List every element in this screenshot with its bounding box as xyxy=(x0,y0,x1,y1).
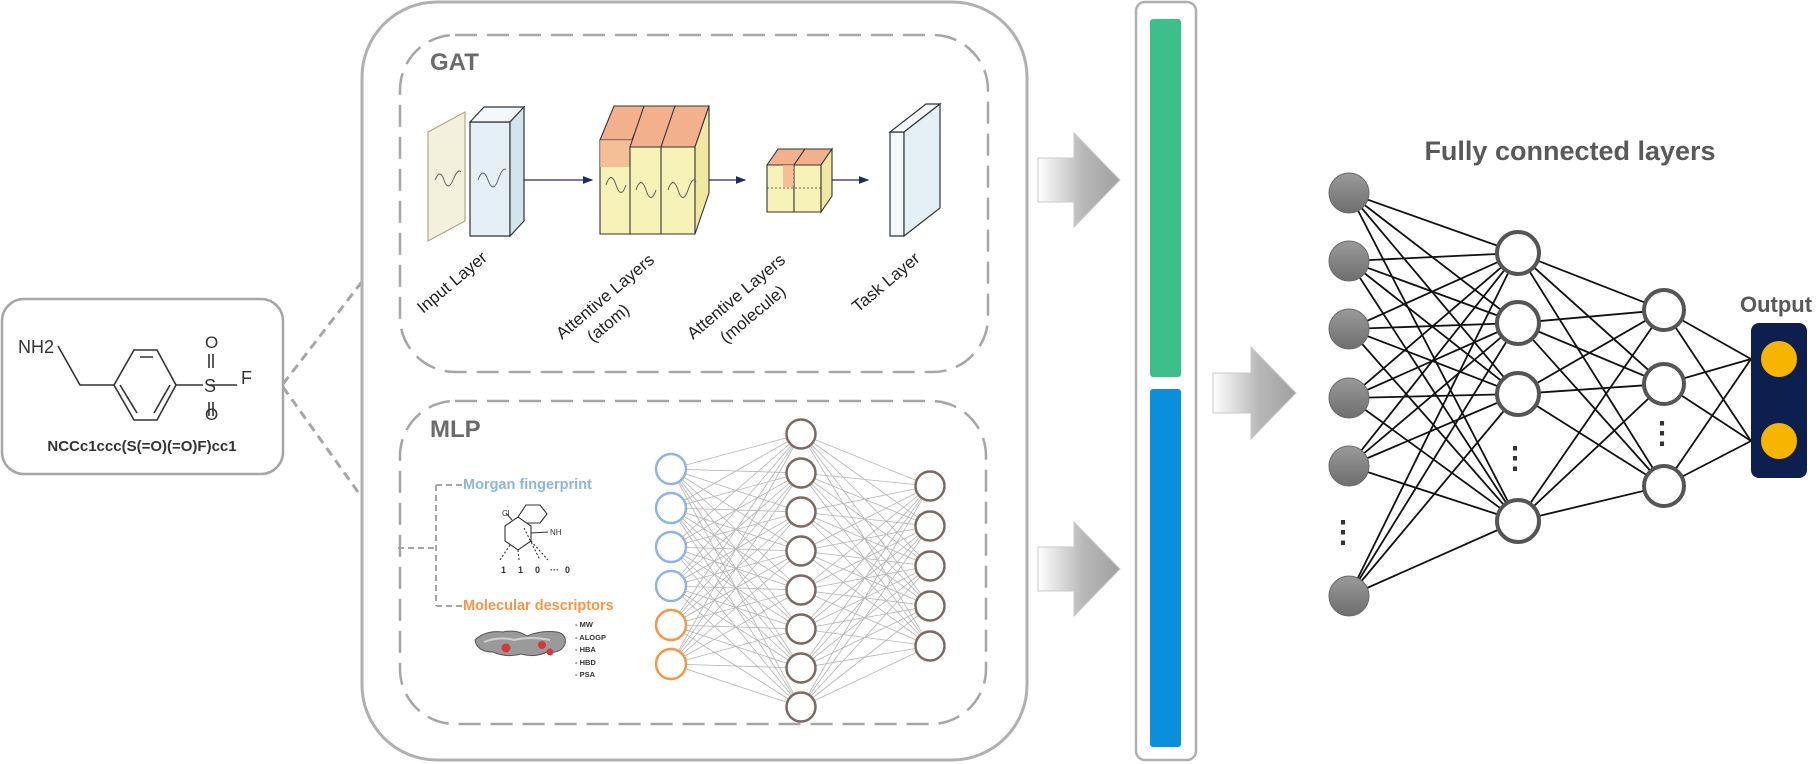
mlp-input-node xyxy=(654,491,688,525)
fc-input-node xyxy=(1328,377,1370,419)
fingerprint-bits: 1 1 0 ··· 0 xyxy=(501,565,570,575)
output-node-2 xyxy=(1759,421,1799,461)
mlp-hidden1-node xyxy=(785,652,817,684)
mlp-hidden2-node xyxy=(914,510,946,542)
output-node-1 xyxy=(1759,339,1799,379)
mlp-hidden1-node xyxy=(785,691,817,723)
output-label: Output xyxy=(1740,292,1813,317)
feature-extractor-box xyxy=(360,0,1029,762)
oxygen-top-label: O xyxy=(205,333,218,352)
molecular-descriptors-label: Molecular descriptors xyxy=(463,598,614,614)
dashed-arrow-to-mlp xyxy=(281,386,402,553)
fc-input-node xyxy=(1328,575,1370,617)
mlp-hidden1-node xyxy=(785,535,817,567)
nh-label: NH xyxy=(550,528,562,537)
descriptor-hba: - HBA xyxy=(575,645,596,654)
fc-input-node xyxy=(1328,445,1370,487)
mlp-feature-segment xyxy=(1150,389,1181,747)
mlp-input-node xyxy=(654,452,688,486)
descriptor-psa: - PSA xyxy=(575,670,596,679)
cl-label: Cl xyxy=(502,509,510,518)
fc-hidden1-ellipsis: ⋮ xyxy=(1500,442,1530,475)
molecular-surface-image xyxy=(474,630,566,657)
fc-network xyxy=(1328,172,1752,617)
fc-hidden1-node xyxy=(1495,371,1541,417)
smiles-label: NCCc1ccc(S(=O)(=O)F)cc1 xyxy=(47,438,236,455)
mlp-input-node xyxy=(654,569,688,603)
fc-hidden1-node xyxy=(1495,230,1541,276)
fc-hidden2-node xyxy=(1642,362,1686,406)
molecule-input-box: NH2 S F O O NCCc1ccc(S(=O)(=O)F)cc1 xyxy=(0,297,285,476)
descriptor-alogp: - ALOGP xyxy=(575,633,606,642)
oxygen-bottom-label: O xyxy=(205,405,218,424)
mlp-input-bracket xyxy=(398,484,462,607)
fingerprint-molecule-sketch xyxy=(499,504,549,561)
fc-hidden1-node xyxy=(1495,498,1541,544)
mlp-hidden1-node xyxy=(785,457,817,489)
mlp-input-node xyxy=(654,530,688,564)
morgan-fingerprint-label: Morgan fingerprint xyxy=(463,477,592,493)
fingerprint-bit-2: 0 xyxy=(535,565,540,575)
mlp-input-node xyxy=(654,647,688,681)
mlp-hidden2-node xyxy=(914,470,946,502)
fc-hidden2-node xyxy=(1642,288,1686,332)
mlp-hidden1-node xyxy=(785,418,817,450)
mlp-input-node xyxy=(654,608,688,642)
gat-output-arrow xyxy=(1037,131,1121,229)
fc-title: Fully connected layers xyxy=(1424,136,1715,166)
task-layer-block xyxy=(888,102,942,238)
attentive-atom-block xyxy=(599,105,710,235)
output-box xyxy=(1751,323,1807,478)
input-layer-block xyxy=(427,105,526,243)
fingerprint-bit-last: 0 xyxy=(565,565,570,575)
mlp-hidden1-node xyxy=(785,496,817,528)
mlp-hidden2-node xyxy=(914,590,946,622)
fc-input-node xyxy=(1328,240,1370,282)
attentive-molecule-block xyxy=(765,147,834,214)
fc-hidden2-ellipsis: ⋮ xyxy=(1647,417,1677,450)
fc-hidden1-node xyxy=(1495,300,1541,346)
mlp-hidden2-node xyxy=(914,630,946,662)
gat-feature-segment xyxy=(1150,19,1181,377)
fingerprint-bit-ellipsis: ··· xyxy=(550,565,559,575)
fc-input-ellipsis: ⋮ xyxy=(1328,516,1358,549)
fluorine-label: F xyxy=(241,368,252,388)
concat-to-fc-arrow xyxy=(1212,345,1297,441)
mlp-panel: MLP Morgan fingerprint NH Cl 1 1 0 ··· 0… xyxy=(398,399,988,726)
gat-title: GAT xyxy=(430,49,479,76)
mlp-output-arrow xyxy=(1037,520,1121,618)
fc-input-node xyxy=(1328,308,1370,350)
fc-edges xyxy=(1348,192,1752,597)
descriptor-hbd: - HBD xyxy=(575,658,596,667)
fc-hidden2-node xyxy=(1642,464,1686,508)
fingerprint-bit-0: 1 xyxy=(501,565,506,575)
mlp-hidden2-node xyxy=(914,550,946,582)
molecule-structure xyxy=(57,345,237,421)
concatenated-feature-vector xyxy=(1134,0,1198,762)
mlp-network xyxy=(654,418,946,723)
descriptor-list: - MW - ALOGP - HBA - HBD - PSA xyxy=(575,620,606,679)
mlp-title: MLP xyxy=(430,416,481,443)
sulfur-label: S xyxy=(204,376,216,396)
mlp-hidden1-node xyxy=(785,574,817,606)
nh2-label: NH2 xyxy=(18,337,54,357)
fingerprint-bit-1: 1 xyxy=(518,565,523,575)
mlp-hidden1-node xyxy=(785,613,817,645)
mlp-edges xyxy=(670,433,931,708)
descriptor-mw: - MW xyxy=(575,620,594,629)
fc-input-node xyxy=(1328,172,1370,214)
